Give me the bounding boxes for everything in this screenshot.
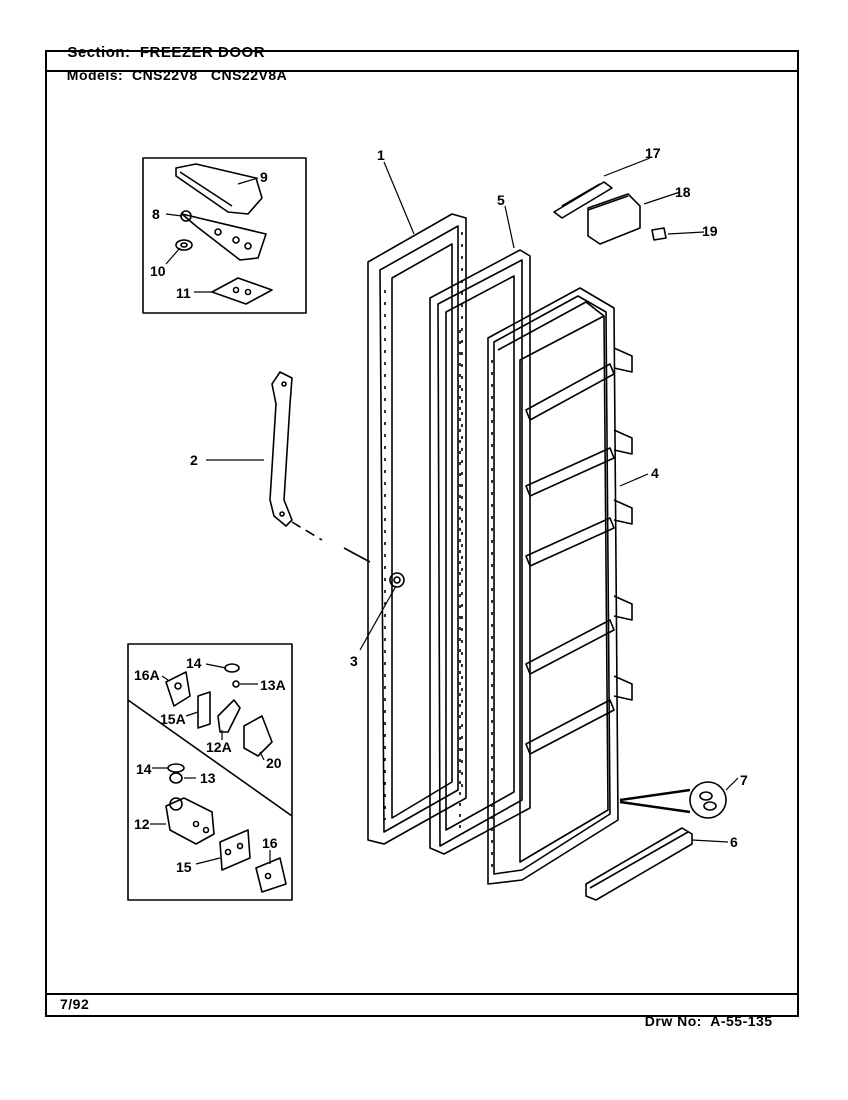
outer-door-panel bbox=[367, 213, 467, 845]
door-shelf bbox=[525, 363, 615, 421]
top-hinge-inset-box bbox=[142, 157, 307, 314]
handle-plug-part bbox=[389, 572, 405, 588]
callout-13a: 13A bbox=[260, 677, 286, 693]
callout-18: 18 bbox=[675, 184, 691, 200]
callout-15: 15 bbox=[176, 859, 192, 875]
door-shelf bbox=[525, 447, 615, 497]
models-value: CNS22V8 CNS22V8A bbox=[131, 67, 288, 83]
footer-date: 7/92 bbox=[60, 996, 90, 1012]
callout-12a: 12A bbox=[206, 739, 232, 755]
callout-16: 16 bbox=[262, 835, 278, 851]
section-value: FREEZER DOOR bbox=[139, 44, 266, 61]
callout-16a: 16A bbox=[134, 667, 160, 683]
door-shelf bbox=[525, 619, 615, 675]
switch-clip bbox=[651, 227, 667, 241]
inset-divider bbox=[127, 699, 293, 817]
callout-4: 4 bbox=[651, 465, 659, 481]
door-handle bbox=[269, 371, 293, 527]
callout-20: 20 bbox=[266, 755, 282, 771]
callout-14-lower: 14 bbox=[136, 761, 152, 777]
callout-15a: 15A bbox=[160, 711, 186, 727]
callout-2: 2 bbox=[190, 452, 198, 468]
models-row bbox=[47, 52, 797, 72]
door-shelf bbox=[525, 699, 615, 755]
callout-11: 11 bbox=[176, 285, 191, 301]
inner-door-liner bbox=[487, 287, 619, 885]
callout-9: 9 bbox=[260, 169, 268, 185]
section-label: Section: bbox=[67, 44, 131, 61]
door-switch-housing bbox=[587, 193, 641, 245]
shim-part bbox=[211, 277, 273, 305]
models-header: Models: CNS22V8 CNS22V8A bbox=[58, 51, 287, 83]
callout-3: 3 bbox=[350, 653, 358, 669]
hinge-cover-part bbox=[175, 163, 263, 215]
callout-19: 19 bbox=[702, 223, 718, 239]
models-label: Models: bbox=[66, 67, 124, 83]
door-trim-strip bbox=[585, 827, 693, 901]
callout-12: 12 bbox=[134, 816, 150, 832]
callout-13: 13 bbox=[200, 770, 216, 786]
top-hinge-plate-part bbox=[181, 213, 267, 261]
bottom-hinge-inset-box bbox=[127, 643, 293, 901]
callout-7: 7 bbox=[740, 772, 748, 788]
callout-14-upper: 14 bbox=[186, 655, 202, 671]
callout-6: 6 bbox=[730, 834, 738, 850]
section-header: Section: FREEZER DOOR bbox=[58, 27, 265, 61]
door-closer-bracket bbox=[553, 181, 613, 219]
callout-8: 8 bbox=[152, 206, 160, 222]
door-gasket bbox=[429, 249, 531, 855]
callout-1: 1 bbox=[377, 147, 385, 163]
callout-17: 17 bbox=[645, 145, 661, 161]
drawing-number: A-55-135 bbox=[710, 1013, 773, 1029]
footer-rule bbox=[47, 993, 797, 995]
washer-part bbox=[175, 239, 193, 251]
footer-drawing-number: Drw No: A-55-135 bbox=[636, 997, 773, 1029]
callout-10: 10 bbox=[150, 263, 166, 279]
callout-5: 5 bbox=[497, 192, 505, 208]
diagram-frame bbox=[45, 50, 799, 1017]
shelf-retainer-part bbox=[689, 781, 727, 819]
drawing-label: Drw No: bbox=[644, 1013, 702, 1029]
door-shelf bbox=[525, 517, 615, 567]
